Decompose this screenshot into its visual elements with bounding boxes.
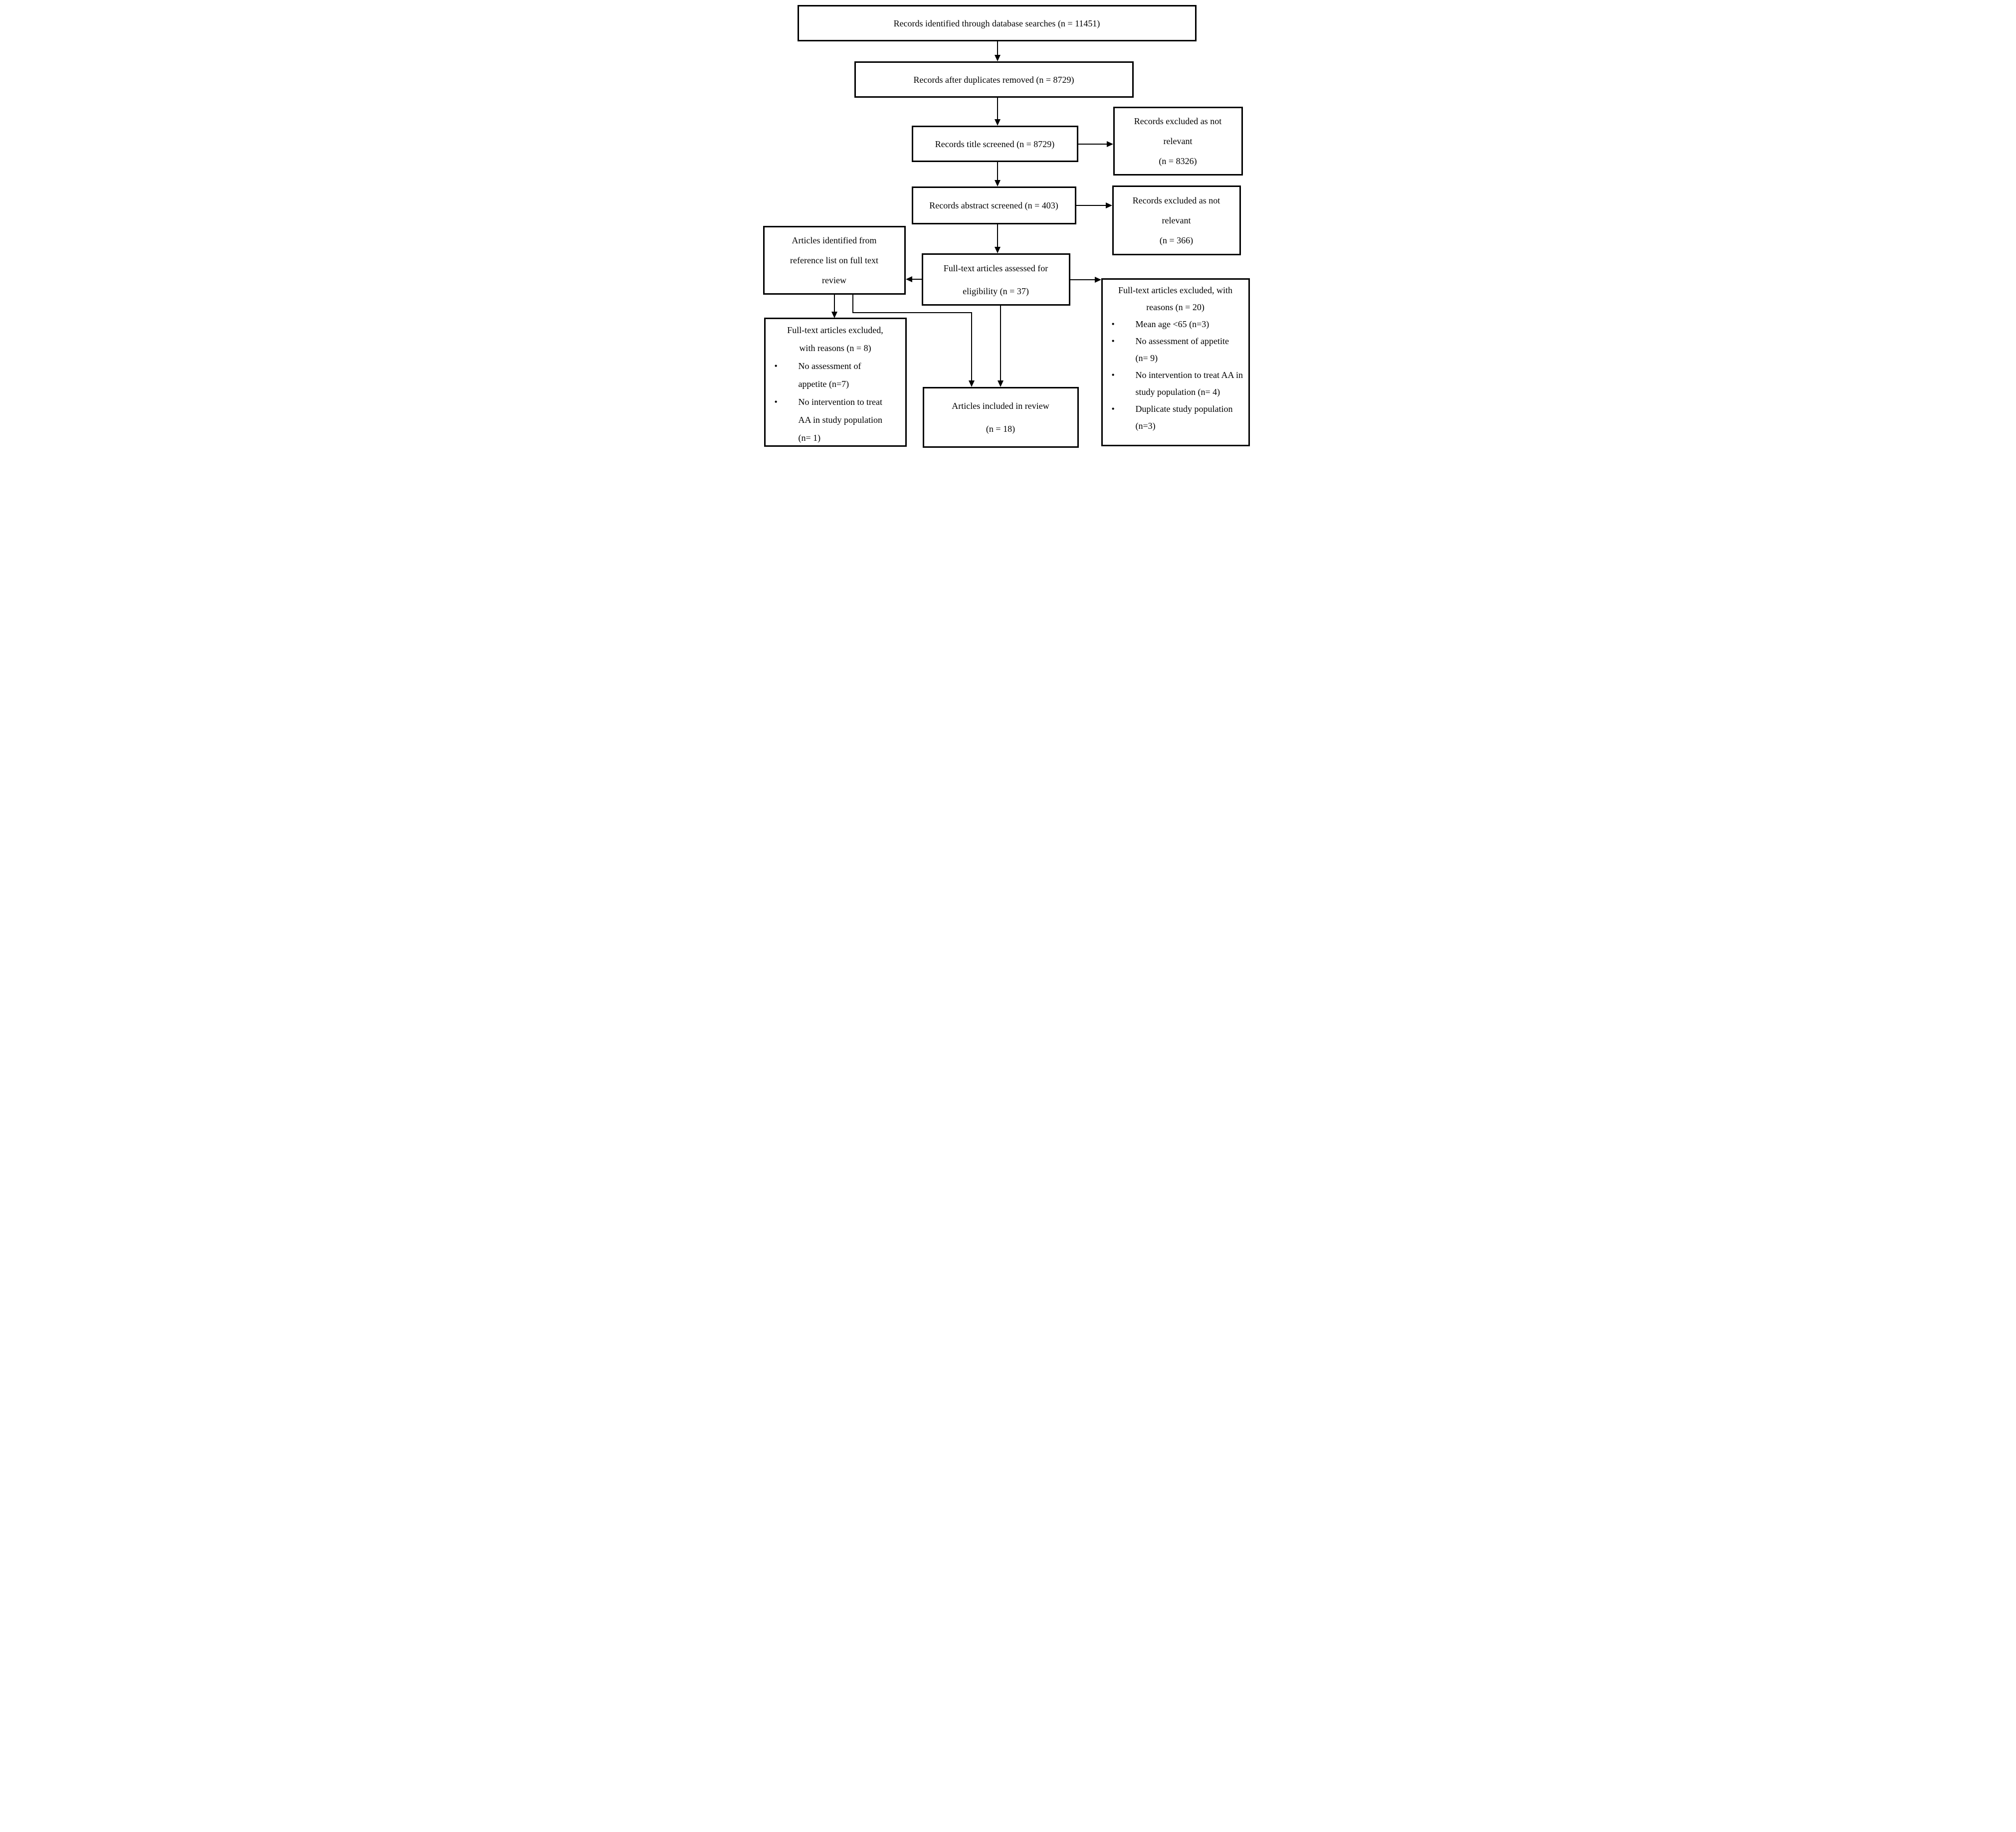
- list-item: • Duplicate study population (n=3): [1109, 400, 1245, 434]
- list-item-text: Duplicate study population (n=3): [1135, 404, 1233, 431]
- bullet-marker: •: [1111, 319, 1115, 329]
- arrow-fulltext-to-excluded-head: [1094, 277, 1101, 283]
- box-label-line: (n = 8326): [1159, 156, 1197, 166]
- box-heading-line: with reasons (n = 8): [799, 343, 871, 353]
- box-excluded-not-relevant-title: Records excluded as not relevant (n = 83…: [1113, 107, 1243, 176]
- box-label-line: (n = 18): [986, 424, 1015, 434]
- box-label: Records abstract screened (n = 403): [929, 200, 1058, 210]
- box-label-line: Full-text articles assessed for: [943, 263, 1048, 273]
- arrow-reference-to-excluded-line: [833, 295, 835, 312]
- arrow-identified-to-duplicates-line: [997, 41, 998, 55]
- list-item: • Mean age <65 (n=3): [1109, 316, 1245, 333]
- arrow-duplicates-to-title-head: [994, 119, 1001, 126]
- box-label: Records identified through database sear…: [893, 18, 1100, 28]
- arrow-title-to-abstract-line: [997, 162, 998, 180]
- arrow-fulltext-to-reference-head: [905, 276, 912, 282]
- box-label-line: (n = 366): [1159, 235, 1194, 245]
- box-excluded-not-relevant-abstract: Records excluded as not relevant (n = 36…: [1112, 185, 1241, 255]
- box-label-line: relevant: [1162, 215, 1191, 225]
- exclusion-reason-list: • Mean age <65 (n=3) • No assessment of …: [1103, 316, 1248, 434]
- arrow-reference-to-included-segment-down2: [971, 312, 972, 381]
- box-label-line: Articles identified from: [792, 235, 877, 245]
- list-item-text: No intervention to treat AA in study pop…: [798, 397, 883, 443]
- box-heading-line: Full-text articles excluded,: [787, 325, 883, 335]
- arrow-abstract-to-excluded-line: [1076, 205, 1106, 206]
- list-item-text: No intervention to treat AA in study pop…: [1135, 370, 1243, 397]
- box-fulltext-excluded-left: Full-text articles excluded, with reason…: [764, 318, 907, 447]
- box-articles-included: Articles included in review (n = 18): [922, 387, 1079, 448]
- list-item: • No intervention to treat AA in study p…: [772, 393, 902, 447]
- bullet-marker: •: [1111, 404, 1115, 414]
- arrow-title-to-excluded-head: [1106, 141, 1113, 147]
- box-heading-line: Full-text articles excluded, with: [1118, 285, 1232, 295]
- arrow-reference-to-excluded-head: [831, 312, 837, 318]
- bullet-marker: •: [774, 361, 778, 371]
- arrow-title-to-excluded-line: [1078, 144, 1107, 145]
- box-reference-list: Articles identified from reference list …: [763, 226, 906, 295]
- prisma-flow-diagram: Records identified through database sear…: [756, 0, 1260, 458]
- arrow-fulltext-to-included-line: [1000, 306, 1001, 381]
- box-label-line: review: [822, 275, 846, 285]
- box-abstract-screened: Records abstract screened (n = 403): [911, 186, 1076, 224]
- box-fulltext-assessed: Full-text articles assessed for eligibil…: [921, 253, 1070, 306]
- box-heading: Full-text articles excluded, with reason…: [766, 321, 905, 357]
- arrow-fulltext-to-included-head: [997, 380, 1004, 387]
- bullet-marker: •: [1111, 336, 1115, 346]
- box-label: Records title screened (n = 8729): [935, 139, 1055, 149]
- arrow-abstract-to-fulltext-line: [997, 224, 998, 247]
- list-item-text: No assessment of appetite (n=7): [798, 361, 861, 389]
- arrow-abstract-to-excluded-head: [1105, 202, 1112, 208]
- box-label-line: Articles included in review: [952, 401, 1049, 411]
- arrow-identified-to-duplicates-head: [994, 55, 1001, 61]
- arrow-abstract-to-fulltext-head: [994, 247, 1001, 253]
- box-label-line: relevant: [1163, 136, 1193, 146]
- box-label-line: Records excluded as not: [1132, 195, 1220, 205]
- box-fulltext-excluded-right: Full-text articles excluded, with reason…: [1101, 278, 1250, 446]
- box-label-line: eligibility (n = 37): [963, 286, 1029, 296]
- exclusion-reason-list: • No assessment of appetite (n=7) • No i…: [766, 357, 905, 447]
- box-duplicates-removed: Records after duplicates removed (n = 87…: [854, 61, 1134, 98]
- bullet-marker: •: [1111, 370, 1115, 380]
- bullet-marker: •: [774, 397, 778, 407]
- arrow-title-to-abstract-head: [994, 180, 1001, 186]
- box-label: Records after duplicates removed (n = 87…: [913, 74, 1074, 85]
- list-item: • No intervention to treat AA in study p…: [1109, 366, 1245, 400]
- arrow-fulltext-to-excluded-line: [1070, 279, 1095, 280]
- arrow-reference-to-included-segment-across: [852, 312, 972, 313]
- arrow-duplicates-to-title-line: [997, 98, 998, 119]
- box-label-line: Records excluded as not: [1134, 116, 1222, 126]
- box-heading: Full-text articles excluded, with reason…: [1103, 282, 1248, 316]
- list-item-text: Mean age <65 (n=3): [1135, 319, 1210, 329]
- arrow-fulltext-to-reference-line: [912, 279, 922, 280]
- box-title-screened: Records title screened (n = 8729): [911, 126, 1078, 162]
- arrow-reference-to-included-head: [968, 380, 975, 387]
- list-item: • No assessment of appetite (n=7): [772, 357, 902, 393]
- list-item-text: No assessment of appetite (n= 9): [1135, 336, 1229, 363]
- box-records-identified: Records identified through database sear…: [797, 5, 1197, 41]
- list-item: • No assessment of appetite (n= 9): [1109, 333, 1245, 366]
- box-heading-line: reasons (n = 20): [1146, 302, 1205, 312]
- box-label-line: reference list on full text: [790, 255, 878, 265]
- arrow-reference-to-included-segment-down: [852, 295, 853, 313]
